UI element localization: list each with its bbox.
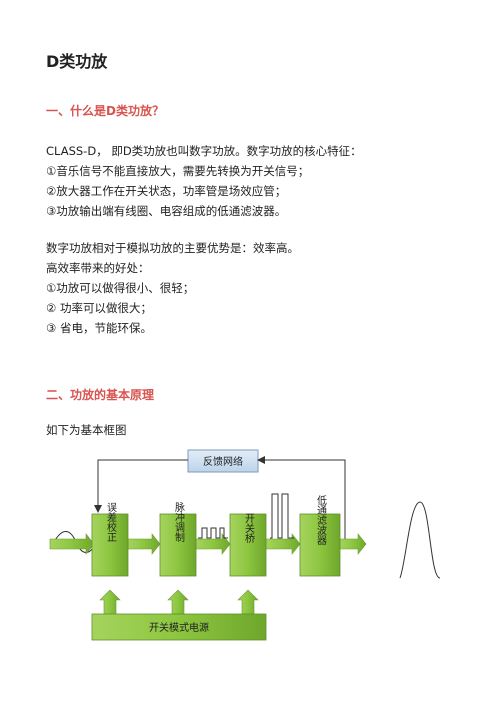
feedback-input-arrow <box>94 459 188 513</box>
benefit-line: ② 功率可以做很大； <box>46 301 152 315</box>
arrow-1 <box>127 533 161 555</box>
advantage-line: 数字功放相对于模拟功放的主要优势是：效率高。 <box>46 241 299 255</box>
benefit-line: ①功放可以做得很小、很轻； <box>46 281 195 295</box>
arrow-3 <box>265 533 301 555</box>
benefit-line: ③ 省电，节能环保。 <box>46 321 152 335</box>
stage-label: 低通滤波器 <box>315 494 327 546</box>
feedback-network-box: 反馈网络 <box>187 449 259 473</box>
output-sine-wave <box>399 501 441 579</box>
feedback-return-arrow <box>257 456 346 542</box>
page-title: D类功放 <box>46 52 108 71</box>
power-supply-label: 开关模式电源 <box>149 621 209 634</box>
intro-line: CLASS-D， 即D类功放也叫数字功放。数字功放的核心特征： <box>46 144 362 158</box>
stage-block-error-correction: 误差校正 <box>91 502 129 577</box>
stage-label: 误差校正 <box>105 502 117 542</box>
section1-advantages: 数字功放相对于模拟功放的主要优势是：效率高。 高效率带来的好处： ①功放可以做得… <box>46 238 299 338</box>
signal-flow-arrows <box>49 533 367 555</box>
arrow-2 <box>195 533 231 555</box>
power-arrow-1 <box>99 589 121 615</box>
switch-mode-power-supply: 开关模式电源 <box>91 613 267 641</box>
diagram-caption: 如下为基本框图 <box>46 423 127 437</box>
section-heading-principle: 二、功放的基本原理 <box>46 388 155 402</box>
stage-label: 开关桥 <box>243 513 255 544</box>
section1-body: CLASS-D， 即D类功放也叫数字功放。数字功放的核心特征： ①音乐信号不能直… <box>46 141 362 221</box>
feature-line: ③功放输出端有线圈、电容组成的低通滤波器。 <box>46 204 287 218</box>
power-arrows <box>99 589 259 615</box>
power-arrow-3 <box>237 589 259 615</box>
pwm-waveform <box>198 527 228 539</box>
stage-block-lowpass-filter: 低通滤波器 <box>299 494 341 577</box>
feature-line: ①音乐信号不能直接放大，需要先转换为开关信号； <box>46 164 310 178</box>
benefit-intro: 高效率带来的好处： <box>46 261 150 275</box>
section-heading-what-is: 一、什么是D类功放？ <box>46 104 164 118</box>
stage-block-pulse-modulation: 脉冲调制 <box>159 501 197 577</box>
block-diagram: 反馈网络 误差校正 脉冲调制 开关桥 低通滤波器 <box>49 449 441 641</box>
switch-output-waveform <box>270 493 294 539</box>
feedback-network-label: 反馈网络 <box>203 455 243 468</box>
stage-label: 脉冲调制 <box>173 501 185 542</box>
output-arrow <box>339 533 367 555</box>
feature-line: ②放大器工作在开关状态，功率管是场效应管； <box>46 184 287 198</box>
input-arrow <box>49 533 95 555</box>
power-arrow-2 <box>167 589 189 615</box>
stage-block-switch-bridge: 开关桥 <box>229 513 267 577</box>
